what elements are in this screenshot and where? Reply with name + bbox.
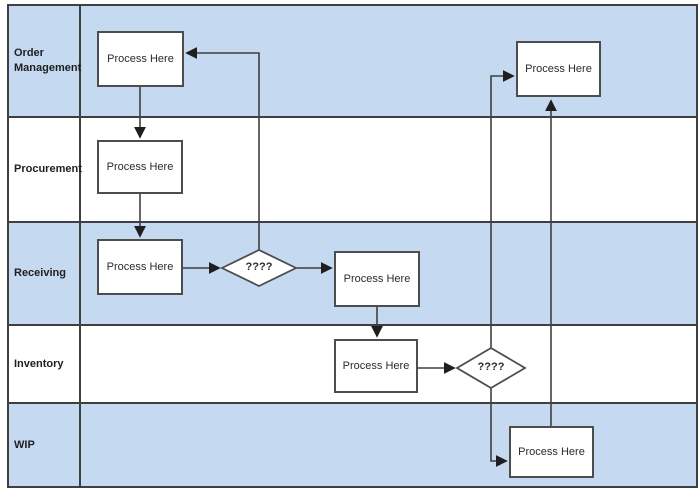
lane-label: Receiving [14, 267, 66, 280]
lane-header-receiving: Receiving [9, 223, 81, 324]
lane-header-order-management: Order Management [9, 6, 81, 116]
process-node-wip: Process Here [509, 426, 594, 478]
process-node-label: Process Here [518, 446, 585, 458]
process-node-label: Process Here [106, 261, 174, 273]
decision-diamond-inventory [455, 346, 527, 390]
connector-decision-loopback-to-om [185, 47, 260, 250]
connector-decision-to-wip [490, 388, 508, 467]
process-node-inventory: Process Here [334, 339, 418, 393]
lane-header-inventory: Inventory [9, 326, 81, 402]
process-node-receiving: Process Here [97, 239, 183, 295]
process-node-label: Process Here [107, 53, 174, 65]
process-node-receiving-2: Process Here [334, 251, 420, 307]
decision-diamond-receiving [219, 248, 299, 288]
connector-decision-to-om2 [490, 70, 515, 348]
process-node-label: Process Here [342, 360, 410, 372]
lane-label: Order Management [14, 47, 82, 74]
process-node-label: Process Here [106, 161, 174, 173]
lane-label: Inventory [14, 357, 64, 370]
lane-label: WIP [14, 438, 35, 451]
process-node-order-management: Process Here [97, 31, 184, 87]
process-node-procurement: Process Here [97, 140, 183, 194]
process-node-label: Process Here [525, 63, 592, 75]
process-node-label: Process Here [343, 273, 411, 285]
lane-header-wip: WIP [9, 404, 81, 486]
lane-header-procurement: Procurement [9, 118, 82, 221]
process-node-order-management-2: Process Here [516, 41, 601, 97]
lane-label: Procurement [14, 163, 82, 176]
